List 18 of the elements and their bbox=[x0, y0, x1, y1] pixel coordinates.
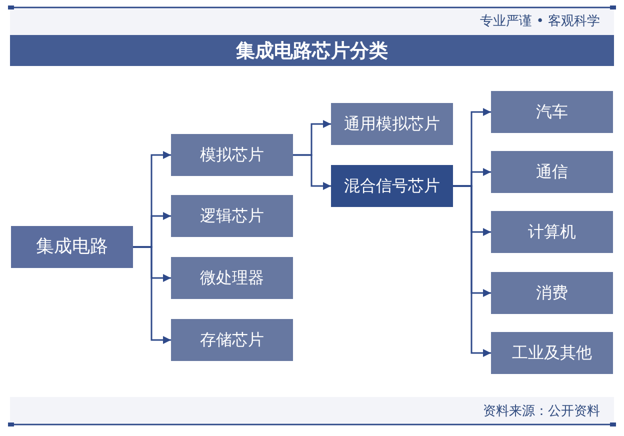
category-box: 工业及其他 bbox=[491, 332, 613, 374]
category-box: 计算机 bbox=[491, 211, 613, 253]
category-box: 消费 bbox=[491, 272, 613, 314]
category-box: 通用模拟芯片 bbox=[331, 103, 453, 145]
connector-arrow bbox=[293, 154, 331, 190]
category-box: 集成电路 bbox=[11, 226, 133, 268]
source-note: 资料来源：公开资料 bbox=[483, 403, 600, 420]
connector-arrow bbox=[453, 185, 491, 357]
category-box: 微处理器 bbox=[171, 257, 293, 299]
category-box: 通信 bbox=[491, 151, 613, 193]
slogan-text: 专业严谨 • 客观科学 bbox=[480, 13, 600, 30]
category-box: 汽车 bbox=[491, 91, 613, 133]
category-box: 混合信号芯片 bbox=[331, 165, 453, 207]
connector-arrow bbox=[133, 246, 171, 344]
category-box: 存储芯片 bbox=[171, 319, 293, 361]
category-box: 逻辑芯片 bbox=[171, 195, 293, 237]
category-box: 模拟芯片 bbox=[171, 134, 293, 176]
title-banner: 集成电路芯片分类 bbox=[10, 35, 614, 66]
